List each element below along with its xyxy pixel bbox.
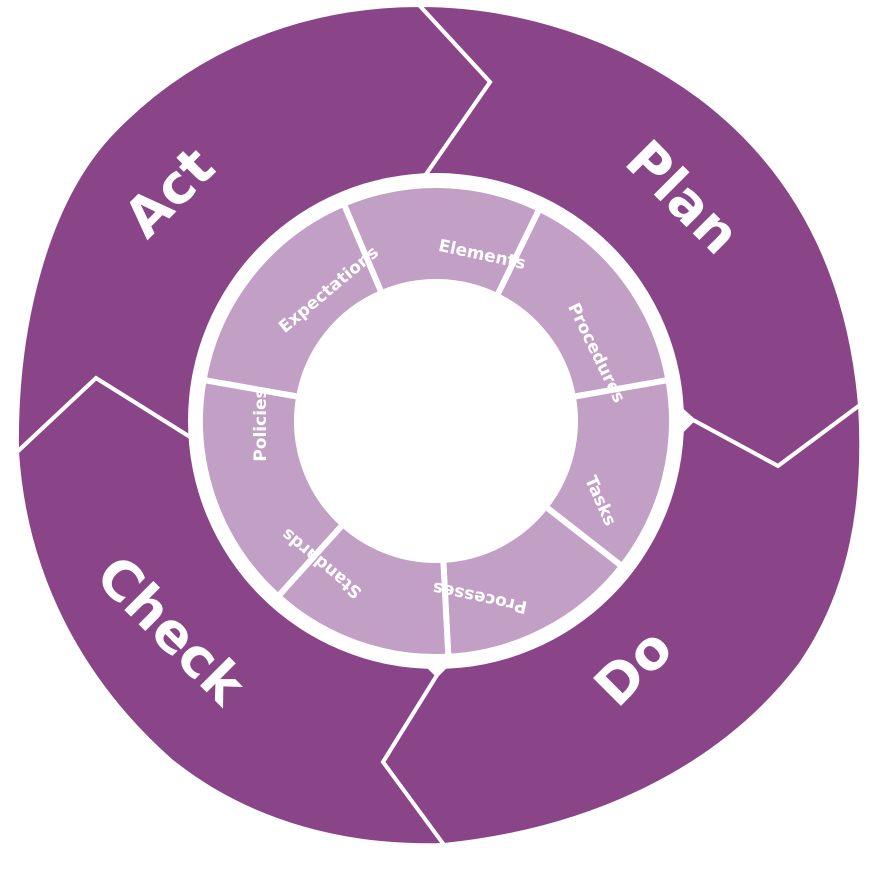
- outer-segment-act: [14, 2, 493, 457]
- label-policies: Policies: [251, 388, 271, 461]
- outer-segment-check: [14, 375, 448, 848]
- outer-segment-do: [380, 401, 864, 848]
- outer-segment-plan: [414, 2, 863, 469]
- center-hole: [297, 282, 575, 560]
- outer-ring: [14, 2, 864, 848]
